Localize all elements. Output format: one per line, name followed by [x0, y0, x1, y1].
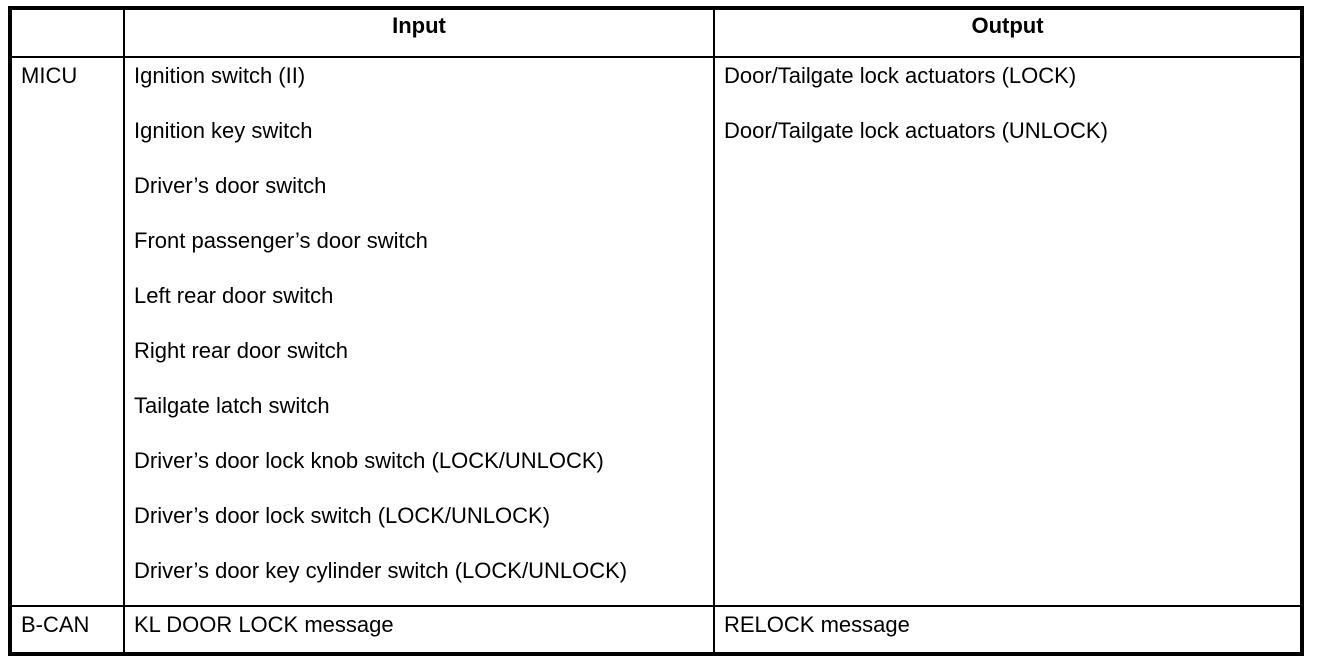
micu-outputs-cell: Door/Tailgate lock actuators (LOCK) Door… [713, 56, 1303, 607]
corner-header-cell [9, 7, 125, 58]
input-item: Driver’s door key cylinder switch (LOCK/… [134, 558, 628, 583]
input-item: KL DOOR LOCK message [134, 612, 394, 637]
input-item: Left rear door switch [134, 283, 334, 308]
source-label-bcan: B-CAN [9, 605, 125, 655]
input-item: Ignition switch (II) [134, 63, 306, 88]
bcan-inputs-cell: KL DOOR LOCK message [123, 605, 715, 655]
table-row-micu: MICU Ignition switch (II) Ignition key s… [9, 56, 1303, 607]
output-item: Door/Tailgate lock actuators (LOCK) [724, 63, 1077, 88]
input-item: Tailgate latch switch [134, 393, 330, 418]
input-item: Front passenger’s door switch [134, 228, 428, 253]
source-label-micu: MICU [9, 56, 125, 607]
output-item: RELOCK message [724, 612, 910, 637]
input-item: Driver’s door lock knob switch (LOCK/UNL… [134, 448, 604, 473]
input-item: Right rear door switch [134, 338, 348, 363]
table-row-bcan: B-CAN KL DOOR LOCK message RELOCK messag… [9, 605, 1303, 655]
output-item: Door/Tailgate lock actuators (UNLOCK) [724, 118, 1108, 143]
output-column-header: Output [713, 7, 1303, 58]
input-item: Driver’s door lock switch (LOCK/UNLOCK) [134, 503, 551, 528]
input-item: Ignition key switch [134, 118, 313, 143]
header-row: Input Output [9, 7, 1303, 58]
input-output-table: Input Output MICU Ignition switch (II) I… [8, 6, 1304, 656]
input-column-header: Input [123, 7, 715, 58]
input-item: Driver’s door switch [134, 173, 327, 198]
micu-inputs-cell: Ignition switch (II) Ignition key switch… [123, 56, 715, 607]
bcan-outputs-cell: RELOCK message [713, 605, 1303, 655]
